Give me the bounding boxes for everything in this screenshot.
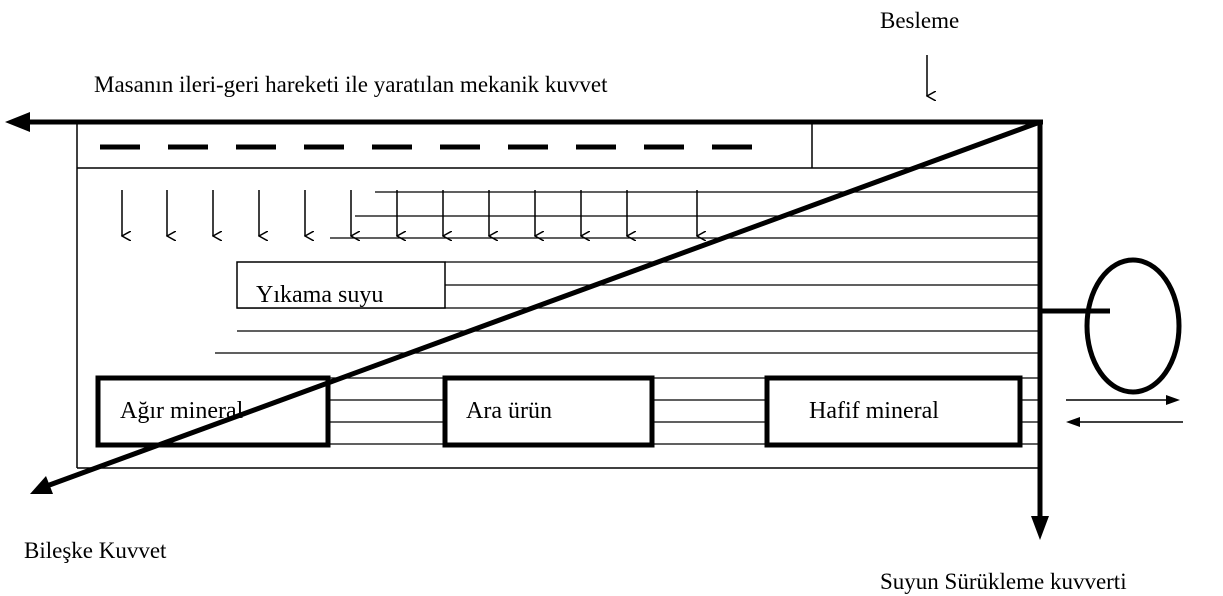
wash-water-arrows: [122, 190, 697, 236]
water-drag-arrowhead: [1031, 516, 1049, 540]
mechanical-force-label: Masanın ileri-geri hareketi ile yaratıla…: [94, 72, 608, 97]
drive-wheel: [1084, 257, 1182, 395]
middlings-box: [442, 375, 655, 448]
middlings-label: Ara ürün: [466, 398, 552, 424]
heavy-mineral-box: [95, 375, 331, 448]
feed-label: Besleme: [880, 8, 959, 33]
resultant-force-label: Bileşke Kuvvet: [24, 538, 167, 563]
water-drag-force-label: Suyun Sürükleme kuvverti: [880, 569, 1127, 594]
wash-water-label: Yıkama suyu: [256, 282, 383, 308]
heavy-mineral-label: Ağır mineral: [120, 398, 244, 424]
light-mineral-box: [764, 375, 1023, 448]
resultant-force-line: [43, 119, 1041, 490]
table-frame: [76, 122, 1040, 469]
motion-arrow-left-head: [1066, 417, 1080, 427]
resultant-force-arrowhead: [30, 476, 53, 494]
light-mineral-label: Hafif mineral: [809, 398, 939, 424]
wash-water-box: [236, 261, 446, 309]
mechanical-force-arrowhead: [5, 112, 30, 132]
motion-arrow-right-head: [1166, 395, 1180, 405]
